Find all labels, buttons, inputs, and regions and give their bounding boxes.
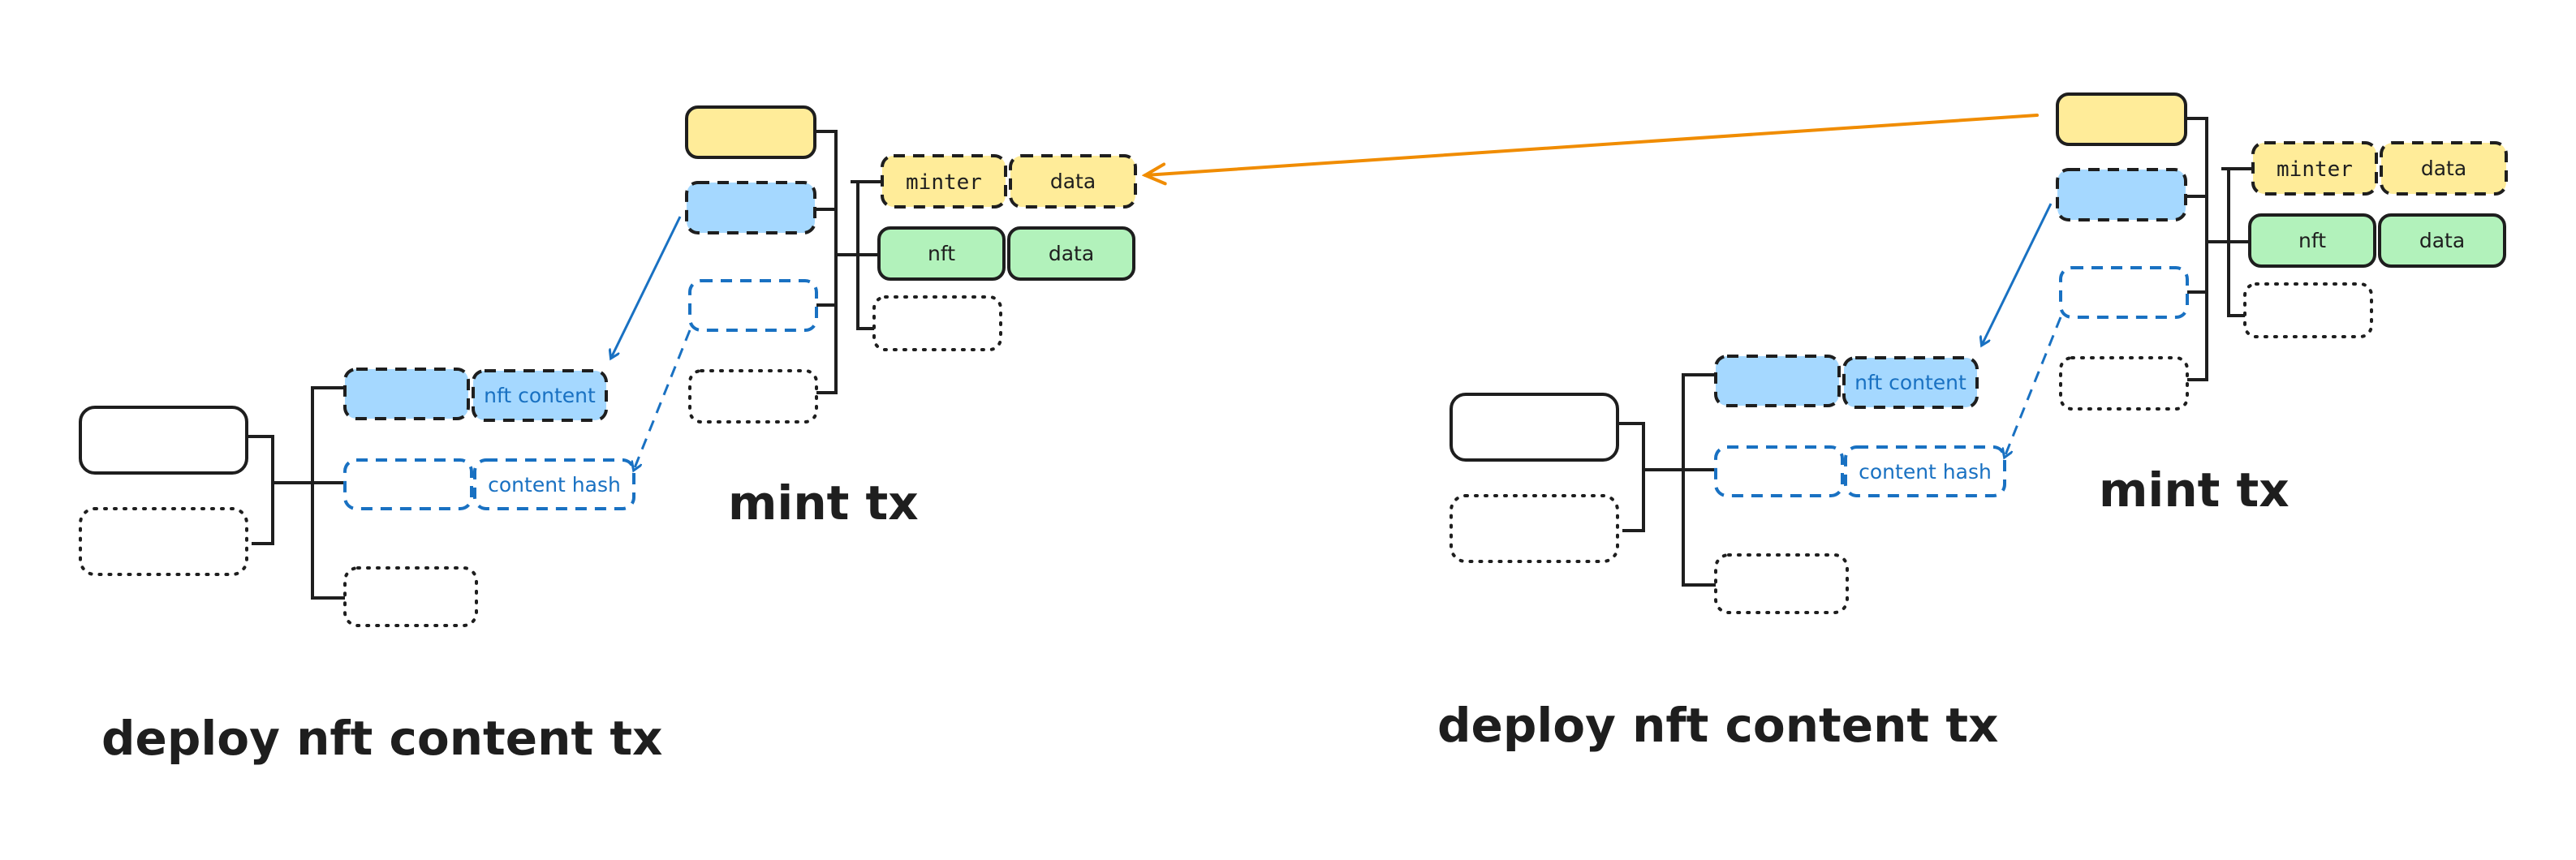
nft-content-label: nft content	[1854, 371, 1966, 394]
mint-empty-output-box[interactable]	[2243, 282, 2373, 338]
deploy-tx: nft content content hash deploy nft cont…	[79, 368, 662, 766]
minter-data-label: data	[2421, 157, 2466, 180]
bracket-outputs	[1682, 373, 1716, 587]
content-hash-label: content hash	[488, 473, 621, 497]
bracket-mint-outputs	[851, 180, 882, 330]
minter-label: minter	[906, 170, 982, 195]
bracket-outputs	[311, 386, 345, 600]
nft-label: nft	[2298, 229, 2326, 252]
input-yellow-box[interactable]	[685, 105, 816, 159]
bracket-inputs	[2186, 117, 2250, 381]
nft-box[interactable]	[877, 226, 1006, 281]
empty-tx-box[interactable]	[79, 507, 248, 576]
nft-data-label: data	[1049, 242, 1094, 265]
bracket-mint-outputs	[2221, 167, 2253, 317]
input-empty-box[interactable]	[688, 369, 818, 424]
bracket-tx	[247, 435, 345, 545]
nft-data-label: data	[2419, 229, 2465, 252]
minter-data-label: data	[1050, 170, 1096, 193]
content-hash-box[interactable]	[473, 458, 635, 510]
nft-content-box[interactable]	[1842, 356, 1979, 409]
minter-data-box[interactable]	[1009, 154, 1137, 209]
input-blue-box[interactable]	[685, 181, 816, 234]
deploy-tx-title: deploy nft content tx	[101, 711, 662, 766]
minter-data-box[interactable]	[2380, 141, 2508, 196]
output-nft-box[interactable]	[343, 368, 470, 420]
deploy-tx: nft content content hash deploy nft cont…	[1437, 355, 2006, 753]
arrow-orange-spend	[1145, 114, 2039, 175]
mint-empty-output-box[interactable]	[872, 295, 1002, 351]
input-hash-box[interactable]	[2059, 266, 2189, 319]
output-hash-box[interactable]	[1714, 445, 1844, 497]
tx-box[interactable]	[1450, 393, 1619, 462]
bracket-inputs	[815, 130, 879, 394]
tx-box[interactable]	[79, 406, 248, 475]
empty-tx-box[interactable]	[1450, 494, 1619, 563]
mint-tx-title: mint tx	[2099, 462, 2290, 518]
arrow-nft-to-content	[1982, 203, 2053, 345]
nft-data-box[interactable]	[2378, 213, 2506, 268]
group-right: nft content content hash deploy nft cont…	[1437, 92, 2508, 753]
input-hash-box[interactable]	[688, 279, 818, 332]
deploy-tx-title: deploy nft content tx	[1437, 698, 1998, 753]
nft-box[interactable]	[2248, 213, 2376, 268]
minter-box[interactable]	[2251, 141, 2378, 196]
content-hash-label: content hash	[1859, 460, 1992, 484]
input-yellow-box[interactable]	[2056, 92, 2187, 146]
mint-tx-title: mint tx	[728, 475, 919, 531]
input-empty-box[interactable]	[2059, 356, 2189, 411]
mint-tx: minter data nft data mint tx	[685, 105, 1137, 531]
nft-content-box[interactable]	[472, 369, 608, 422]
bracket-tx	[1618, 422, 1716, 532]
nft-content-label: nft content	[484, 384, 596, 407]
output-hash-box[interactable]	[343, 458, 473, 510]
group-left: nft content content hash deploy nft cont…	[79, 105, 1137, 766]
arrow-nft-to-content	[611, 216, 682, 358]
empty-output-box[interactable]	[343, 566, 478, 627]
minter-box[interactable]	[881, 154, 1007, 209]
nft-data-box[interactable]	[1007, 226, 1135, 281]
empty-output-box[interactable]	[1714, 553, 1849, 614]
minter-label: minter	[2277, 157, 2353, 182]
arrow-hash-dashed	[634, 329, 691, 470]
input-blue-box[interactable]	[2056, 168, 2187, 221]
content-hash-box[interactable]	[1844, 445, 2006, 497]
output-nft-box[interactable]	[1714, 355, 1841, 407]
mint-tx: minter data nft data mint tx	[2056, 92, 2508, 518]
arrow-hash-dashed	[2005, 316, 2062, 457]
nft-label: nft	[928, 242, 955, 265]
